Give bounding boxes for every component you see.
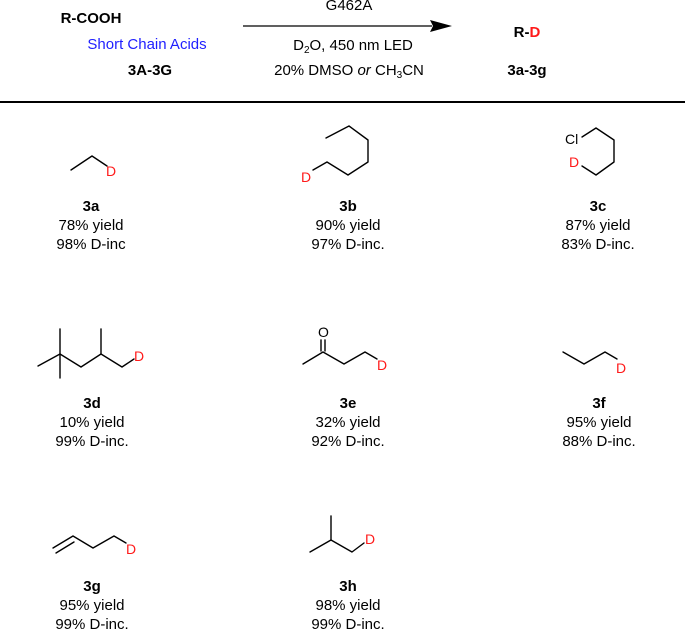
arrow-conditions-line2: 20% DMSO or CH3CN xyxy=(274,62,424,81)
compound-yield: 90% yield xyxy=(315,217,381,234)
atom-d-3c: D xyxy=(569,154,580,170)
compound-yield: 98% yield xyxy=(315,597,381,614)
atom-d-3a: D xyxy=(106,163,117,179)
structure-3g-icon xyxy=(52,535,127,554)
compound-id: 3b xyxy=(339,198,357,215)
atom-o-3e: O xyxy=(318,324,329,340)
structure-3c-icon xyxy=(581,127,615,176)
compound-yield: 87% yield xyxy=(565,217,631,234)
compound-3e: 3e 32% yield 92% D-inc. xyxy=(311,394,384,451)
arrow-conditions-line1: D2O, 450 nm LED xyxy=(293,37,413,56)
structure-3h-icon xyxy=(309,515,365,553)
compound-3f: 3f 95% yield 88% D-inc. xyxy=(562,394,635,451)
compound-id: 3h xyxy=(339,578,357,595)
compound-d-incorporation: 99% D-inc. xyxy=(55,616,129,633)
section-divider xyxy=(0,101,685,103)
compound-yield: 95% yield xyxy=(59,597,125,614)
product-formula: R-D xyxy=(513,24,541,41)
compound-3g: 3g 95% yield 99% D-inc. xyxy=(55,577,128,634)
structure-3e-icon xyxy=(302,339,378,365)
compound-id: 3g xyxy=(83,578,101,595)
compound-id: 3a xyxy=(82,198,100,215)
atom-d-3g: D xyxy=(126,541,137,557)
compound-d-incorporation: 88% D-inc. xyxy=(562,433,636,450)
compound-3b: 3b 90% yield 97% D-inc. xyxy=(311,197,384,254)
atom-cl-3c: Cl xyxy=(565,131,579,147)
compound-3h: 3h 98% yield 99% D-inc. xyxy=(311,577,384,634)
compound-id: 3e xyxy=(339,395,357,412)
compound-id: 3f xyxy=(592,395,606,412)
compound-yield: 95% yield xyxy=(566,414,632,431)
compound-3c: 3c 87% yield 83% D-inc. xyxy=(561,197,634,254)
structure-3f-icon xyxy=(562,351,618,365)
compound-d-incorporation: 98% D-inc xyxy=(56,236,126,253)
compound-d-incorporation: 99% D-inc. xyxy=(311,616,385,633)
compound-yield: 32% yield xyxy=(315,414,381,431)
structure-3d-icon xyxy=(37,328,135,379)
structure-3b-icon xyxy=(312,125,369,176)
reactant-range-label: 3A-3G xyxy=(127,62,173,79)
reactant-formula: R-COOH xyxy=(60,10,122,27)
compound-id: 3c xyxy=(589,198,607,215)
compound-3a: 3a 78% yield 98% D-inc xyxy=(56,197,125,254)
atom-d-3h: D xyxy=(365,531,376,547)
product-range-label: 3a-3g xyxy=(507,62,547,79)
compound-d-incorporation: 92% D-inc. xyxy=(311,433,385,450)
atom-d-3f: D xyxy=(616,360,627,376)
structure-3a-icon xyxy=(70,155,108,171)
atom-d-3e: D xyxy=(377,357,388,373)
compound-d-incorporation: 99% D-inc. xyxy=(55,433,129,450)
arrow-catalyst-label: G462A xyxy=(325,0,373,14)
compound-d-incorporation: 83% D-inc. xyxy=(561,236,635,253)
compound-id: 3d xyxy=(83,395,101,412)
reactant-class-label: Short Chain Acids xyxy=(87,36,207,53)
compound-d-incorporation: 97% D-inc. xyxy=(311,236,385,253)
compound-yield: 78% yield xyxy=(58,217,124,234)
compound-3d: 3d 10% yield 99% D-inc. xyxy=(55,394,128,451)
compound-yield: 10% yield xyxy=(59,414,125,431)
atom-d-3b: D xyxy=(301,169,312,185)
atom-d-3d: D xyxy=(134,348,145,364)
